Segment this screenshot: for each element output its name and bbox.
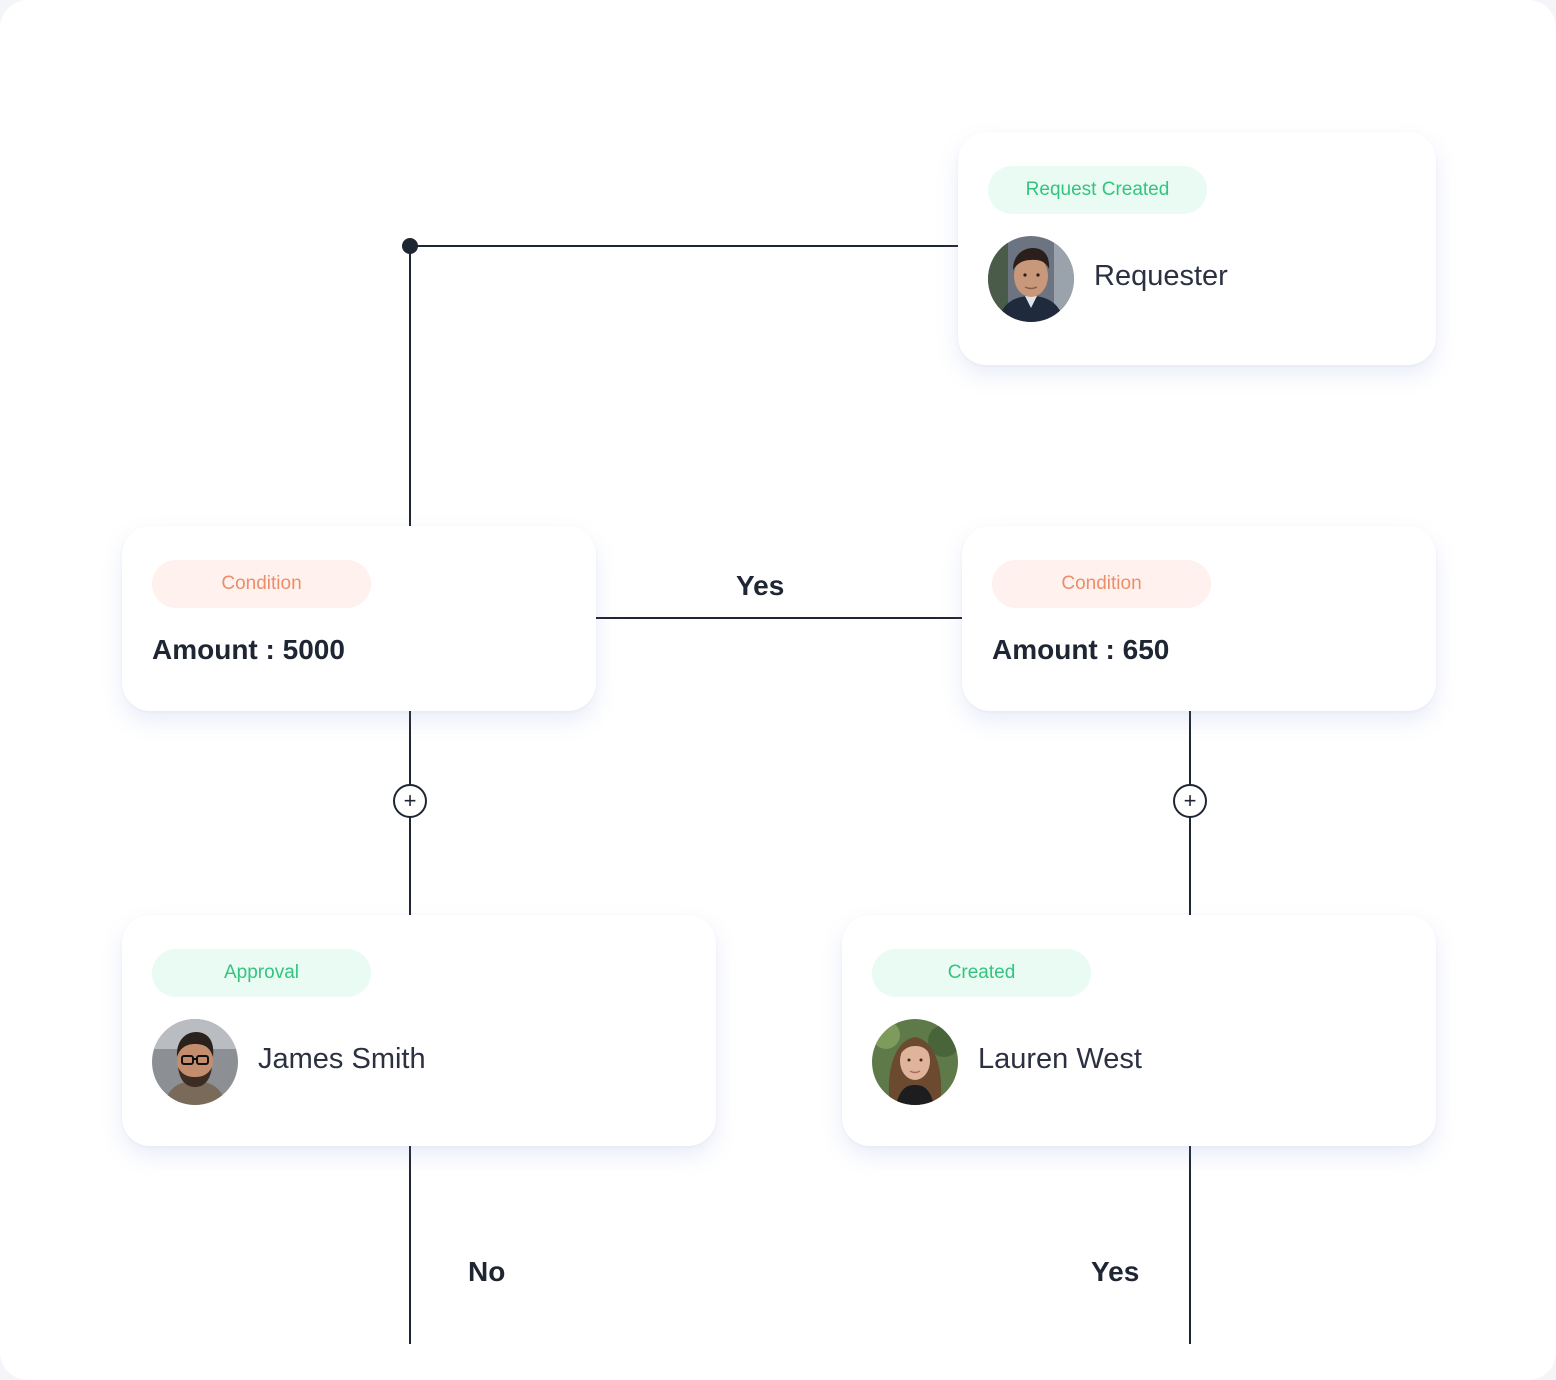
james-smith-name: James Smith [258,1043,426,1075]
condition-amount-left: Amount : 5000 [152,634,345,665]
approval-badge: Approval [152,949,371,997]
requester-name: Requester [1094,260,1228,292]
edge-label-yes-bottom: Yes [1091,1256,1140,1287]
add-step-button-left[interactable]: + [393,784,427,818]
condition-amount-right: Amount : 650 [992,634,1170,665]
condition-card-left[interactable]: Condition Amount : 5000 [122,526,596,711]
condition-badge-left: Condition [152,560,371,608]
requester-avatar [988,236,1074,322]
request-created-card[interactable]: Request Created Requester [958,132,1436,365]
created-card[interactable]: Created Lauren West [842,915,1436,1146]
approval-card[interactable]: Approval James Smith [122,915,716,1146]
lauren-west-avatar [872,1019,958,1105]
request-created-badge: Request Created [988,166,1207,214]
add-step-button-right[interactable]: + [1173,784,1207,818]
lauren-west-name: Lauren West [978,1043,1142,1075]
condition-badge-right: Condition [992,560,1211,608]
branch-dot [402,238,418,254]
created-badge: Created [872,949,1091,997]
condition-card-right[interactable]: Condition Amount : 650 [962,526,1436,711]
edge-label-yes-top: Yes [736,570,785,601]
james-smith-avatar [152,1019,238,1105]
edge-label-no: No [468,1256,506,1287]
